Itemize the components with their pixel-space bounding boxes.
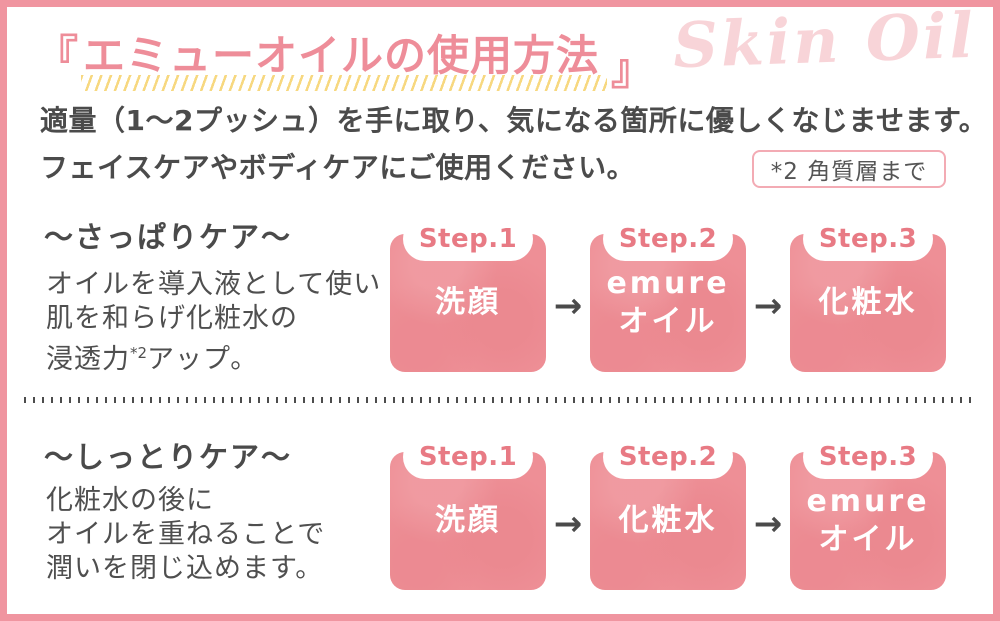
section-2-line-3: 潤いを閉じ込めます。 <box>46 553 324 584</box>
arrow-right-icon: → <box>553 286 583 326</box>
section-1-line-2: 肌を和らげ化粧水の <box>46 303 298 334</box>
section-1-heading: ～さっぱりケア～ <box>44 220 293 254</box>
step-card: Step.2 化粧水 <box>590 435 746 590</box>
section-1-line-3: 浸透力*2アップ。 <box>46 336 381 377</box>
intro-line-1: 適量（1～2プッシュ）を手に取り、気になる箇所に優しくなじませます。 <box>40 104 988 137</box>
step-badge: Step.3 <box>803 435 933 479</box>
line3-pre: 浸透力 <box>46 344 130 375</box>
arrow-right-icon: → <box>753 504 783 544</box>
step-badge: Step.1 <box>403 435 533 479</box>
step-card: Step.2 emure オイル <box>590 217 746 372</box>
section-1-line-1: オイルを導入液として使い <box>46 269 382 300</box>
intro-line-2: フェイスケアやボディケアにご使用ください。 <box>40 151 636 184</box>
step-card: Step.1 洗顔 <box>390 217 546 372</box>
section-2-description: 化粧水の後に オイルを重ねることで 潤いを閉じ込めます。 <box>46 484 325 586</box>
section-2-line-1: 化粧水の後に <box>46 485 214 516</box>
section-2-line-2: オイルを重ねることで <box>46 519 326 550</box>
title-bracket-open: 『 <box>36 31 80 80</box>
page-title: 『エミューオイルの使用方法』 <box>36 22 654 94</box>
intro-text: 適量（1～2プッシュ）を手に取り、気になる箇所に優しくなじませます。 フェイスケ… <box>40 97 987 191</box>
dotted-divider <box>24 397 974 403</box>
note-badge: *2 角質層まで <box>752 150 946 188</box>
step-badge: Step.3 <box>803 217 933 261</box>
section-1-description: オイルを導入液として使い 肌を和らげ化粧水の 浸透力*2アップ。 <box>46 268 381 377</box>
title-text: エミューオイルの使用方法 <box>81 22 608 91</box>
step-card: Step.3 化粧水 <box>790 217 946 372</box>
skin-oil-watermark: Skin Oil <box>671 0 978 83</box>
step-card: Step.3 emure オイル <box>790 435 946 590</box>
arrow-right-icon: → <box>553 504 583 544</box>
line3-post: アップ。 <box>147 344 259 375</box>
line3-footnote-marker: *2 <box>130 344 148 362</box>
title-bracket-close: 』 <box>611 45 655 94</box>
step-badge: Step.1 <box>403 217 533 261</box>
step-badge: Step.2 <box>603 435 733 479</box>
section-2-heading: ～しっとりケア～ <box>44 440 293 474</box>
step-card: Step.1 洗顔 <box>390 435 546 590</box>
arrow-right-icon: → <box>753 286 783 326</box>
step-badge: Step.2 <box>603 217 733 261</box>
